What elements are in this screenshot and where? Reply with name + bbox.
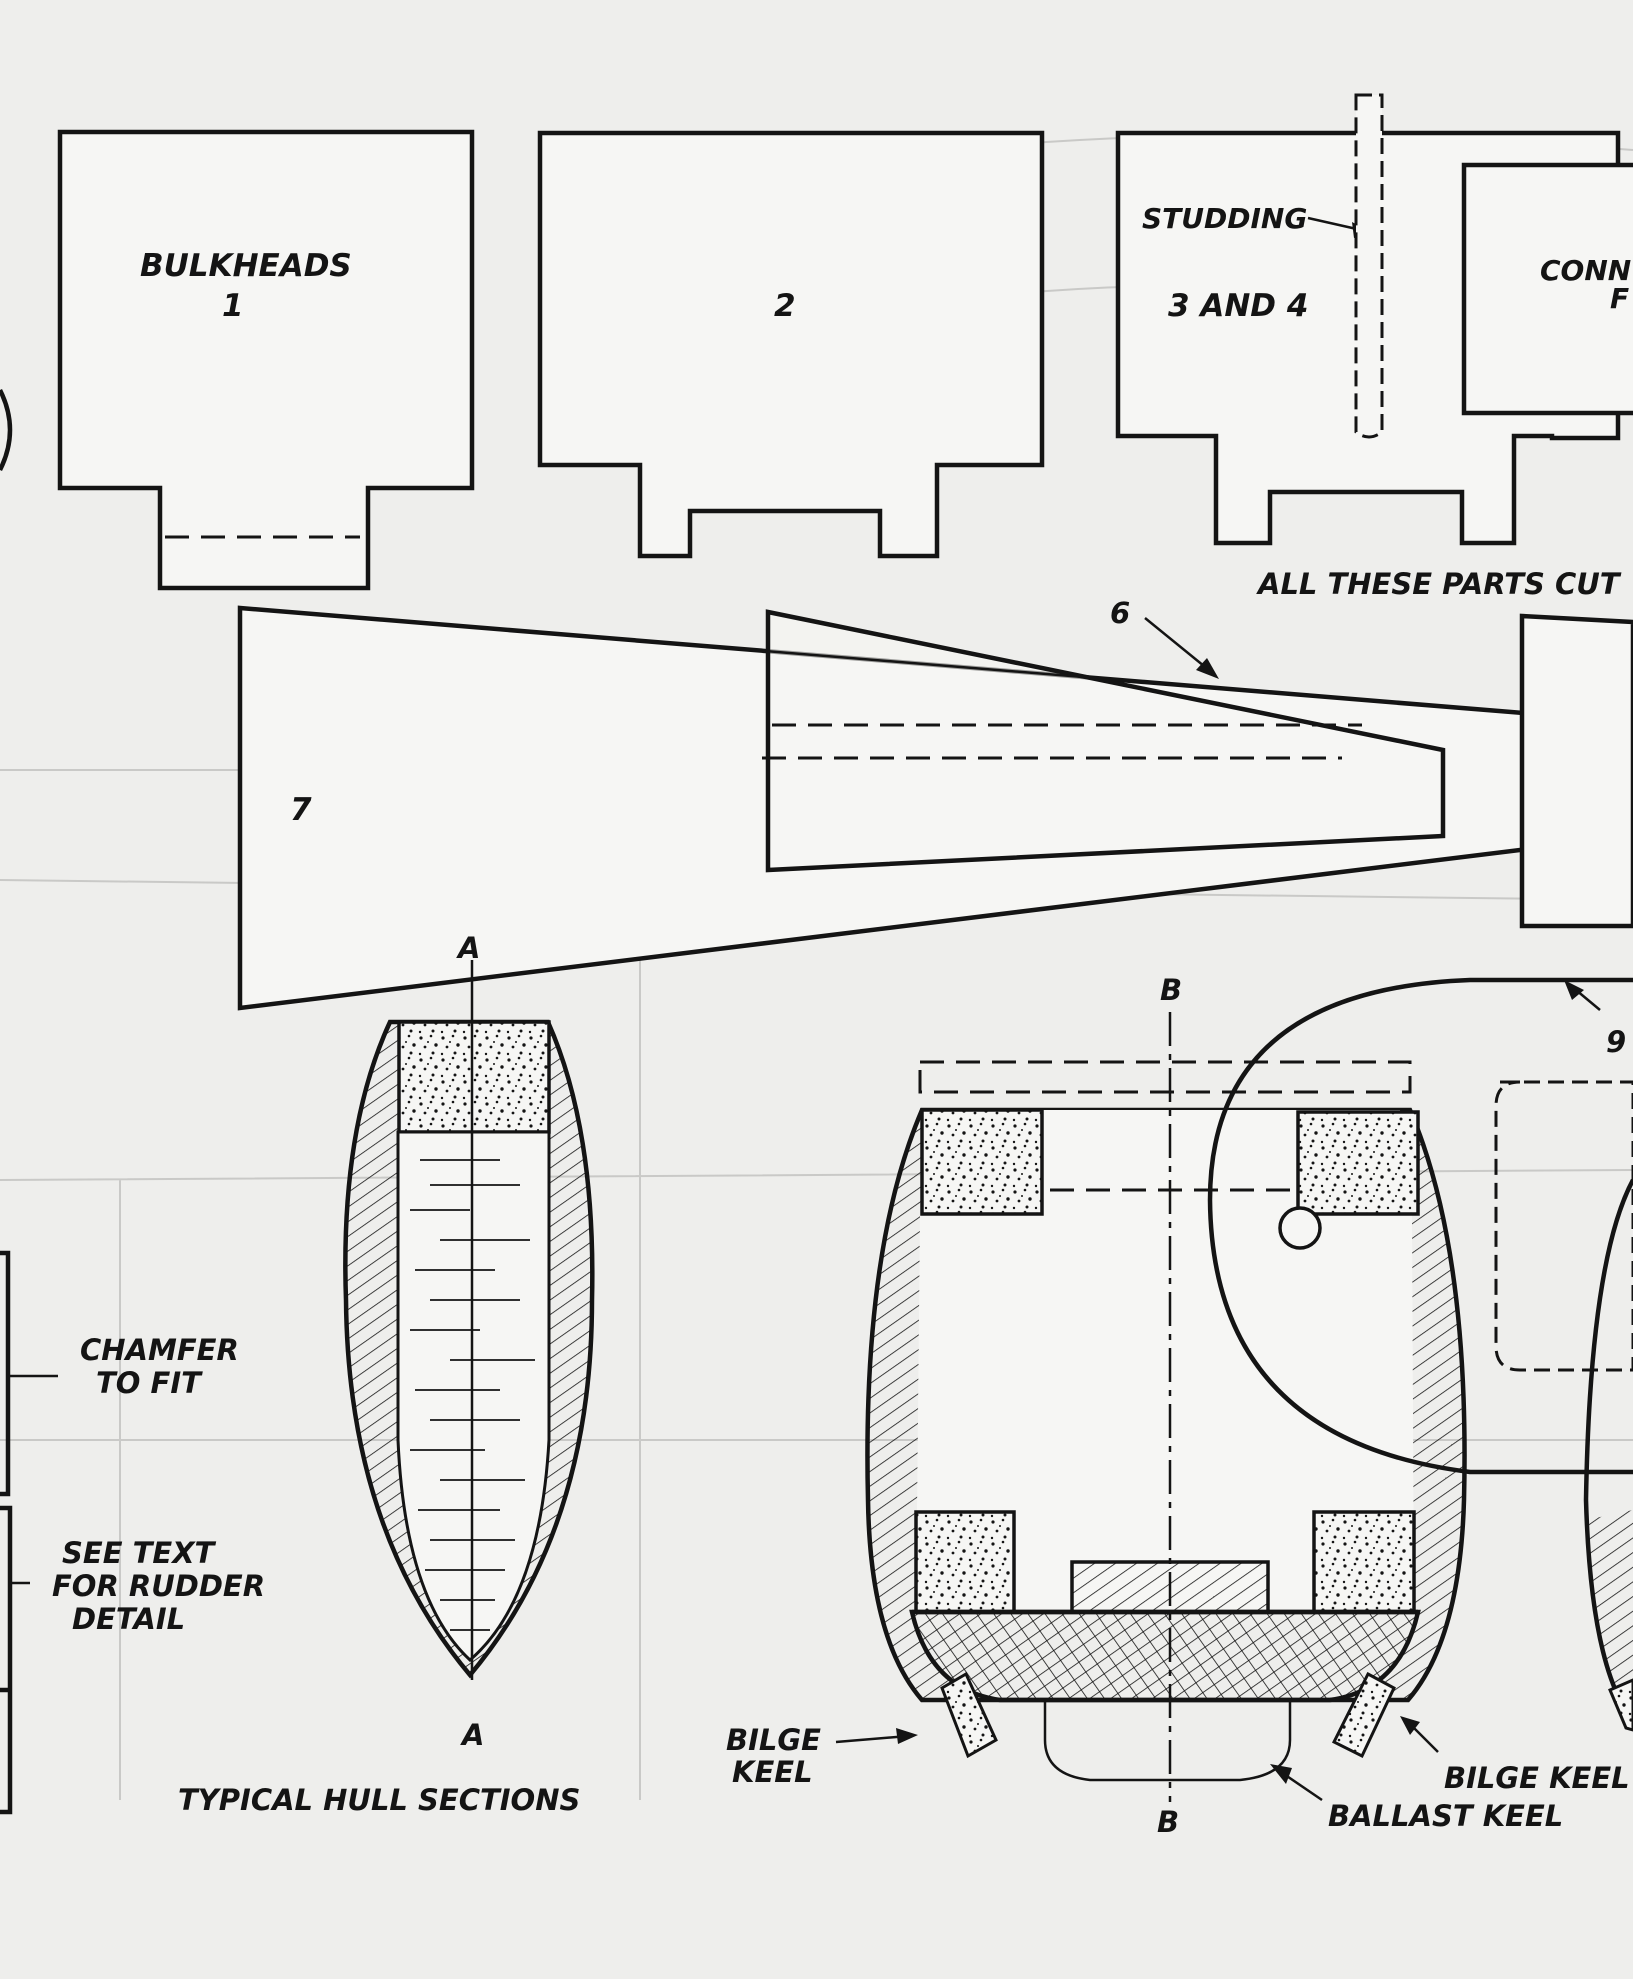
bilge-keel-right-label: BILGE KEEL: [1444, 1761, 1630, 1795]
bulkhead-2: 2: [537, 130, 1045, 559]
see-text-line2: FOR RUDDER: [52, 1569, 265, 1603]
chamfer-label-line1: CHAMFER: [80, 1333, 239, 1367]
studding-label: STUDDING: [1142, 202, 1307, 235]
part-9-number: 9: [1606, 1025, 1626, 1059]
bilge-keel-left-line2: KEEL: [732, 1755, 813, 1789]
bilge-keel-left-line1: BILGE: [726, 1723, 821, 1757]
part-6-number: 6: [1110, 596, 1130, 630]
bulkhead-3-and-4: CONN F STUDDING 3 AND 4 ALL THESE PARTS …: [1115, 93, 1633, 601]
all-parts-cut-label: ALL THESE PARTS CUT: [1256, 567, 1622, 601]
bulkhead-2-number: 2: [774, 288, 796, 324]
part-9: 9: [1207, 977, 1633, 1732]
see-text-line3: DETAIL: [72, 1602, 185, 1636]
conn-label-2: F: [1610, 282, 1629, 315]
see-text-line1: SEE TEXT: [62, 1536, 217, 1570]
connecting-piece-partial: [1461, 162, 1633, 416]
bulkhead-1-number: 1: [222, 288, 244, 324]
hull-section-a: A A TYPICAL HULL SECTIONS: [178, 931, 595, 1817]
hull-section-b: B B BILGE KEEL BILGE KEEL BALLAST KEEL: [726, 973, 1630, 1839]
chamfer-label-line2: TO FIT: [96, 1366, 203, 1400]
studding-rod: [1354, 93, 1384, 439]
section-a-grain: [410, 1159, 535, 1631]
ballast-keel-label: BALLAST KEEL: [1328, 1799, 1563, 1833]
typical-hull-sections-label: TYPICAL HULL SECTIONS: [178, 1783, 580, 1817]
bulkhead-1: BULKHEADS 1: [57, 129, 475, 591]
part-7-number: 7: [290, 792, 312, 828]
bulkhead-34-number: 3 AND 4: [1168, 288, 1308, 324]
section-b-top-label: B: [1160, 973, 1182, 1007]
section-b-bottom-label: B: [1157, 1805, 1179, 1839]
section-a-bottom-label: A: [460, 1718, 484, 1752]
section-a-top-label: A: [456, 931, 480, 965]
part-6-plank: 6: [239, 596, 1633, 929]
bulkheads-label: BULKHEADS: [140, 248, 352, 284]
conn-label: CONN: [1540, 254, 1631, 287]
rudder-partial: CHAMFER TO FIT SEE TEXT FOR RUDDER DETAI…: [0, 388, 265, 1815]
